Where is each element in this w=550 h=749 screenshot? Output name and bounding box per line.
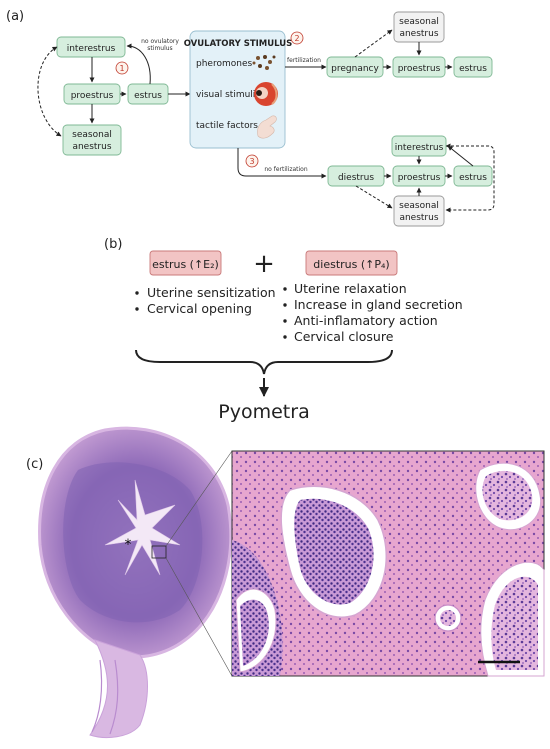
- estrus-hormone-box: estrus (↑E₂): [149, 250, 222, 276]
- panel-a-label: (a): [6, 9, 24, 24]
- zoom-line-bottom: [165, 557, 233, 677]
- pyometra-title: Pyometra: [218, 401, 309, 423]
- plus-sign: +: [253, 249, 275, 279]
- diestrus-hormone-text: diestrus (↑P₄): [313, 258, 389, 271]
- step-2-text: 2: [294, 34, 299, 43]
- zoom-region-box: [151, 545, 167, 559]
- node-estrus-left: estrus: [127, 83, 169, 105]
- node-estrus-top: estrus: [453, 56, 493, 78]
- dashed-arrow-diestrus-seasonal: [355, 185, 393, 209]
- step-2-badge: [290, 31, 304, 45]
- dashed-arrow-pregnancy-seasonal: [354, 29, 393, 58]
- node-diestrus: diestrus: [327, 165, 385, 187]
- arrow-estrus-interestrus-bottom: [447, 145, 474, 167]
- histology-micrograph: [231, 450, 545, 677]
- hand-icon: [257, 115, 277, 139]
- proestrus-bottom-text: proestrus: [398, 173, 441, 183]
- node-seasonal-anestrus-bottom: seasonal anestrus: [393, 195, 445, 227]
- panel-b-label: (b): [104, 237, 122, 252]
- node-proestrus-bottom: proestrus: [392, 165, 446, 187]
- pheromones-icon: [252, 55, 276, 70]
- diestrus-effects-list: Uterine relaxation Increase in gland sec…: [283, 281, 463, 344]
- dashed-arrow-interestrus-seasonal: [37, 46, 62, 137]
- interestrus-bottom-text: interestrus: [395, 143, 444, 153]
- diestrus-effect-item: Anti-inflamatory action: [294, 313, 438, 328]
- arrow-estrus-interestrus: [126, 43, 151, 85]
- seasonal-left-text-1: seasonal: [72, 130, 112, 140]
- diestrus-effect-item: Uterine relaxation: [294, 281, 407, 296]
- node-seasonal-anestrus-left: seasonal anestrus: [62, 124, 122, 156]
- step-1-badge: [115, 61, 129, 75]
- lumen-asterisk: *: [125, 537, 132, 553]
- step-3-text: 3: [249, 157, 254, 166]
- summary-brace: [135, 349, 393, 375]
- pregnancy-text: pregnancy: [331, 64, 379, 74]
- estrus-effects-list: Uterine sensitization Cervical opening: [135, 285, 276, 316]
- diestrus-text: diestrus: [338, 173, 374, 183]
- zoom-line-top: [165, 450, 233, 547]
- step-1-text: 1: [119, 64, 124, 73]
- tactile-text: tactile factors: [196, 121, 258, 131]
- seasonal-left-text-2: anestrus: [72, 142, 111, 152]
- pheromones-text: pheromones: [196, 59, 252, 69]
- diestrus-effect-item: Increase in gland secretion: [294, 297, 463, 312]
- node-seasonal-anestrus-top: seasonal anestrus: [393, 11, 445, 43]
- node-interestrus-left: interestrus: [56, 36, 126, 58]
- seasonal-bottom-text-1: seasonal: [399, 201, 439, 211]
- node-interestrus-bottom: interestrus: [391, 135, 447, 157]
- step-3-badge: [245, 154, 259, 168]
- no-ovulatory-text-2: stimulus: [147, 45, 172, 52]
- ovulatory-stimulus-box: OVULATORY STIMULUS pheromones visual sti…: [184, 30, 293, 149]
- no-fertilization-text: no fertilization: [264, 166, 308, 173]
- dashed-arrow-interestrus-seasonal-bottom: [445, 143, 495, 213]
- estrus-effect-item: Cervical opening: [147, 301, 252, 316]
- uterus-cross-section-image: *: [38, 426, 233, 738]
- node-estrus-bottom: estrus: [453, 165, 493, 187]
- estrus-effect-item: Uterine sensitization: [147, 285, 276, 300]
- node-proestrus-left: proestrus: [63, 83, 121, 105]
- proestrus-top-text: proestrus: [398, 64, 441, 74]
- seasonal-top-text-1: seasonal: [399, 17, 439, 27]
- estrus-hormone-text: estrus (↑E₂): [152, 258, 219, 271]
- node-pregnancy: pregnancy: [326, 56, 384, 78]
- estrus-left-text: estrus: [134, 91, 162, 101]
- estrus-top-text: estrus: [459, 64, 487, 74]
- interestrus-left-text: interestrus: [67, 44, 116, 54]
- node-proestrus-top: proestrus: [392, 56, 446, 78]
- panel-c-label: (c): [26, 457, 43, 472]
- no-ovulatory-text-1: no ovulatory: [141, 38, 179, 45]
- fertilization-text: fertilization: [287, 57, 321, 64]
- seasonal-top-text-2: anestrus: [399, 29, 438, 39]
- stimulus-title: OVULATORY STIMULUS: [184, 39, 293, 49]
- proestrus-left-text: proestrus: [71, 91, 114, 101]
- eye-icon: [254, 82, 278, 106]
- estrus-bottom-text: estrus: [459, 173, 487, 183]
- arrow-no-fertilization: [237, 148, 327, 179]
- seasonal-bottom-text-2: anestrus: [399, 213, 438, 223]
- visual-stimuli-text: visual stimuli: [196, 90, 255, 100]
- diestrus-effect-item: Cervical closure: [294, 329, 394, 344]
- diestrus-hormone-box: diestrus (↑P₄): [305, 250, 398, 276]
